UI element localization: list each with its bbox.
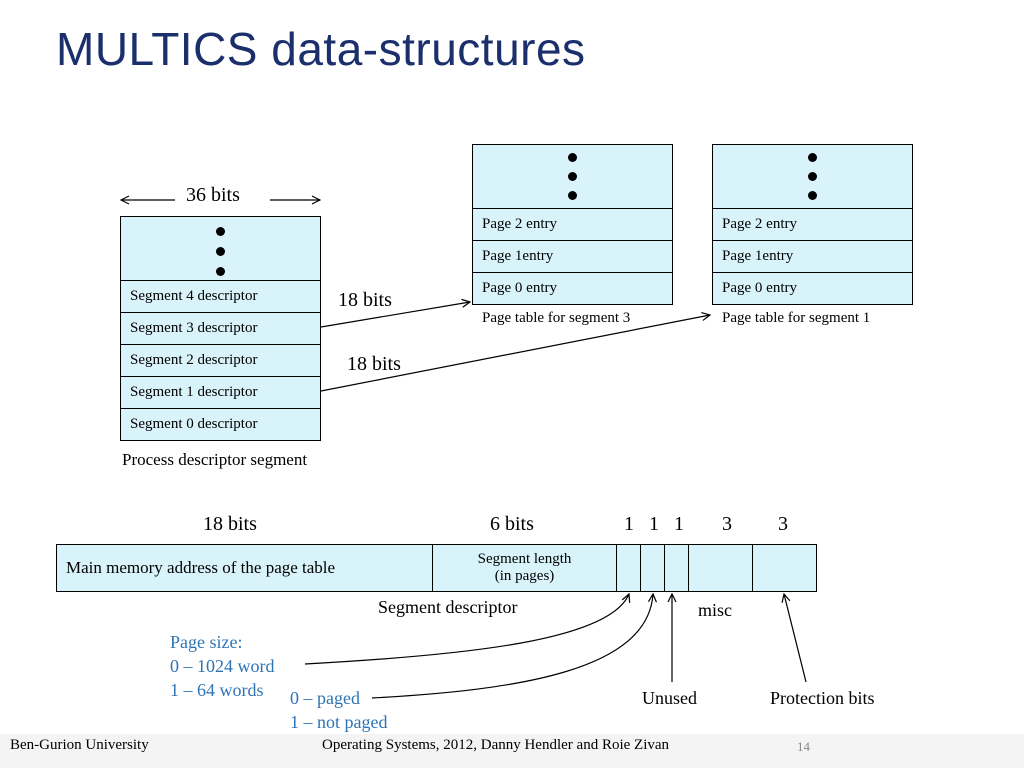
width-label: 36 bits [186,184,240,206]
process-segment-caption: Process descriptor segment [122,450,308,469]
bits-label-bit3: 1 [674,513,684,535]
protection-arrow [784,594,807,683]
bits-label-misc: 3 [722,513,732,535]
page-table-1-caption: Page table for segment 1 [722,310,871,326]
address-field: Main memory address of the page table [56,544,433,592]
ellipsis-dot [216,267,225,276]
segment-0-descriptor: Segment 0 descriptor [120,408,321,441]
paged-arrow [371,594,653,699]
misc-field [688,544,753,592]
page-size-annotation-0: 0 – 1024 word [170,656,275,676]
protection-field [752,544,817,592]
footer-university: Ben-Gurion University [10,737,149,753]
ellipsis-dot [808,153,817,162]
footer-bar [0,734,1024,768]
pt1-page-1-entry: Page 1entry [712,240,913,273]
seg3-pointer-arrow [320,302,470,328]
segment-2-descriptor: Segment 2 descriptor [120,344,321,377]
ellipsis-dot [568,172,577,181]
segment-descriptor-caption: Segment descriptor [378,597,518,617]
misc-label: misc [698,600,732,620]
ellipsis-dot [808,172,817,181]
bits-label-length: 6 bits [490,513,534,535]
pt1-page-0-entry: Page 0 entry [712,272,913,305]
seg1-pointer-arrow [320,315,710,392]
seg1-pointer-label: 18 bits [347,353,401,375]
bits-label-protection: 3 [778,513,788,535]
seg3-pointer-label: 18 bits [338,289,392,311]
length-field-line1: Segment length [477,551,572,567]
protection-annotation: Protection bits [770,688,875,708]
paged-annotation-0: 0 – paged [290,688,360,708]
page-size-annotation-1: 1 – 64 words [170,680,264,700]
bits-label-bit1: 1 [624,513,634,535]
unused-annotation: Unused [642,688,697,708]
pt3-page-2-entry: Page 2 entry [472,208,673,241]
ellipsis-dot [216,247,225,256]
page-size-arrow [304,594,629,665]
ellipsis-dot [808,191,817,200]
length-field: Segment length (in pages) [432,544,617,592]
page-size-annotation-title: Page size: [170,632,243,652]
ellipsis-dot [568,191,577,200]
ellipsis-dot [568,153,577,162]
page-table-3-ellipsis [472,144,673,209]
footer-page-number: 14 [797,739,810,754]
paged-annotation-1: 1 – not paged [290,712,388,732]
bits-label-bit2: 1 [649,513,659,535]
page-table-1-ellipsis [712,144,913,209]
footer-course: Operating Systems, 2012, Danny Hendler a… [322,737,670,753]
segment-3-descriptor: Segment 3 descriptor [120,312,321,345]
bits-label-address: 18 bits [203,513,257,535]
unused-bit-field [664,544,689,592]
segment-1-descriptor: Segment 1 descriptor [120,376,321,409]
ellipsis-dot [216,227,225,236]
length-field-line2: (in pages) [494,568,555,584]
pt3-page-0-entry: Page 0 entry [472,272,673,305]
page-table-3-caption: Page table for segment 3 [482,310,631,326]
slide-title: MULTICS data-structures [56,23,586,75]
